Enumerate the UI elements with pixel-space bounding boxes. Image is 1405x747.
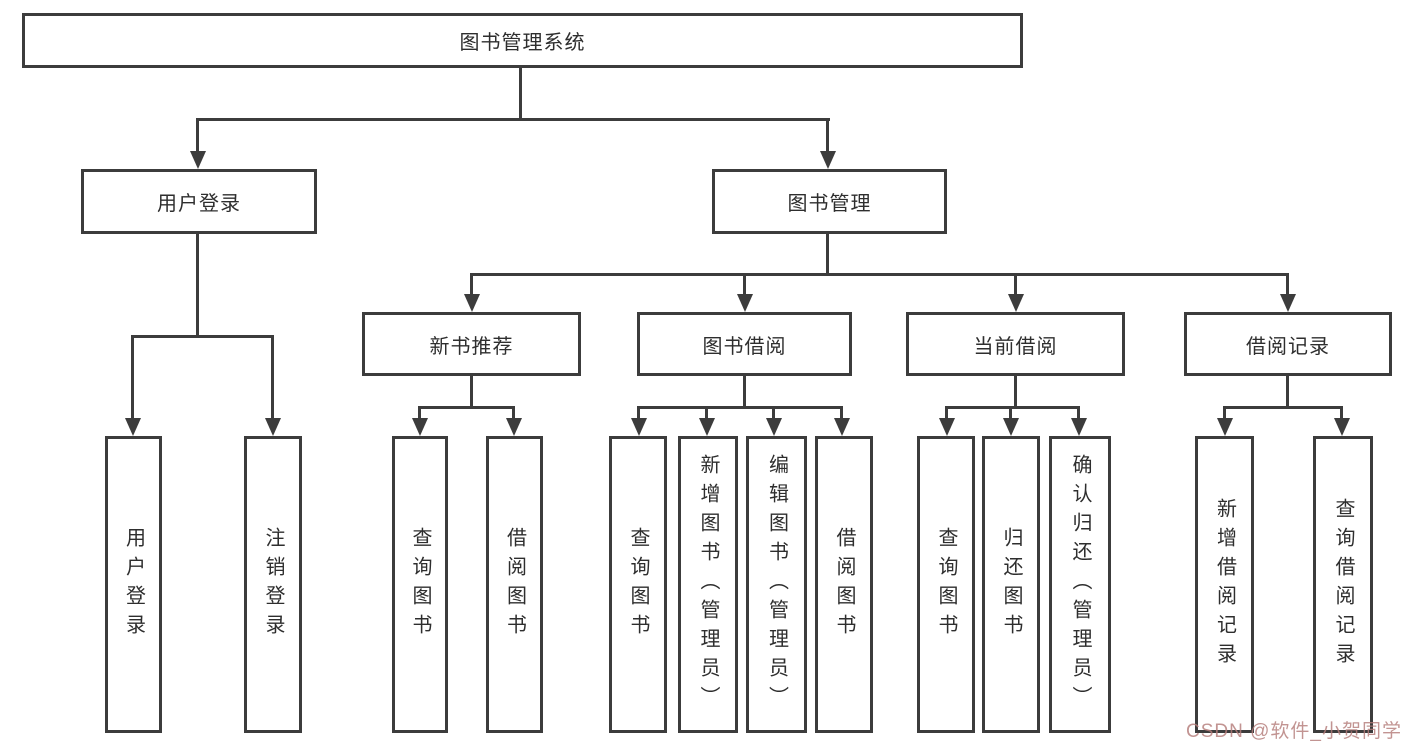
leaf-nb-query-books: 查询图书 [392,436,448,733]
arrow-down-icon [412,418,428,436]
node-user-login: 用户登录 [81,169,317,234]
connector [470,273,473,297]
leaf-logout-label: 注销登录 [262,526,284,643]
connector [1223,406,1343,409]
leaf-cb-confirm-return-admin-label: 确认归还（管理员） [1069,454,1091,715]
leaf-user-login-label: 用户登录 [122,526,145,643]
connector [1077,406,1080,420]
connector [512,406,515,420]
connector [1340,406,1343,420]
arrow-down-icon [1280,294,1296,312]
leaf-cb-confirm-return-admin: 确认归还（管理员） [1049,436,1111,733]
arrow-down-icon [737,294,753,312]
connector [471,273,1288,276]
connector [945,406,1079,409]
leaf-bb-edit-books-admin: 编辑图书（管理员） [746,436,807,733]
leaf-user-login: 用户登录 [105,436,162,733]
node-new-book-recommend: 新书推荐 [362,312,581,376]
arrow-down-icon [766,418,782,436]
connector [271,335,274,420]
node-root: 图书管理系统 [22,13,1023,68]
leaf-cb-return-books-label: 归还图书 [1000,526,1022,643]
arrow-down-icon [631,418,647,436]
connector [196,118,199,152]
connector [705,406,708,420]
leaf-bb-query-books: 查询图书 [609,436,667,733]
arrow-down-icon [1071,418,1087,436]
arrow-down-icon [265,418,281,436]
node-borrow-records: 借阅记录 [1184,312,1392,376]
connector [1014,273,1017,297]
connector [1286,376,1289,406]
connector [1286,273,1289,297]
node-book-management: 图书管理 [712,169,947,234]
connector [197,118,830,121]
arrow-down-icon [190,151,206,169]
arrow-down-icon [820,151,836,169]
connector [840,406,843,420]
leaf-bb-edit-books-admin-label: 编辑图书（管理员） [765,454,788,715]
leaf-nb-query-books-label: 查询图书 [409,526,431,643]
leaf-logout: 注销登录 [244,436,302,733]
connector [743,376,746,406]
connector [743,273,746,297]
node-book-borrow: 图书借阅 [637,312,852,376]
leaf-cb-query-books-label: 查询图书 [935,526,957,643]
leaf-bb-borrow-books-label: 借阅图书 [833,526,855,643]
arrow-down-icon [939,418,955,436]
connector [418,406,514,409]
connector [945,406,948,420]
leaf-bb-borrow-books: 借阅图书 [815,436,873,733]
connector [826,232,829,273]
arrow-down-icon [834,418,850,436]
connector [131,335,134,420]
node-current-borrow: 当前借阅 [906,312,1125,376]
connector [1014,376,1017,406]
connector [519,67,522,118]
leaf-bb-add-books-admin-label: 新增图书（管理员） [697,454,719,715]
leaf-nb-borrow-books: 借阅图书 [486,436,543,733]
leaf-bb-query-books-label: 查询图书 [627,526,649,643]
arrow-down-icon [464,294,480,312]
arrow-down-icon [1334,418,1350,436]
leaf-br-query-record-label: 查询借阅记录 [1332,497,1354,672]
arrow-down-icon [1003,418,1019,436]
arrow-down-icon [1008,294,1024,312]
leaf-br-add-record-label: 新增借阅记录 [1213,497,1236,672]
connector [637,406,640,420]
leaf-cb-query-books: 查询图书 [917,436,975,733]
leaf-bb-add-books-admin: 新增图书（管理员） [678,436,738,733]
leaf-br-query-record: 查询借阅记录 [1313,436,1373,733]
arrow-down-icon [1217,418,1233,436]
connector [131,335,274,338]
connector [826,118,829,152]
connector [196,232,199,335]
connector [470,376,473,406]
leaf-nb-borrow-books-label: 借阅图书 [503,526,526,643]
leaf-cb-return-books: 归还图书 [982,436,1040,733]
connector [418,406,421,420]
connector [1009,406,1012,420]
connector [1223,406,1226,420]
connector [637,406,842,409]
arrow-down-icon [506,418,522,436]
connector [772,406,775,420]
arrow-down-icon [125,418,141,436]
arrow-down-icon [699,418,715,436]
csdn-watermark: CSDN @软件_小贺同学 [1186,721,1402,742]
leaf-br-add-record: 新增借阅记录 [1195,436,1254,733]
